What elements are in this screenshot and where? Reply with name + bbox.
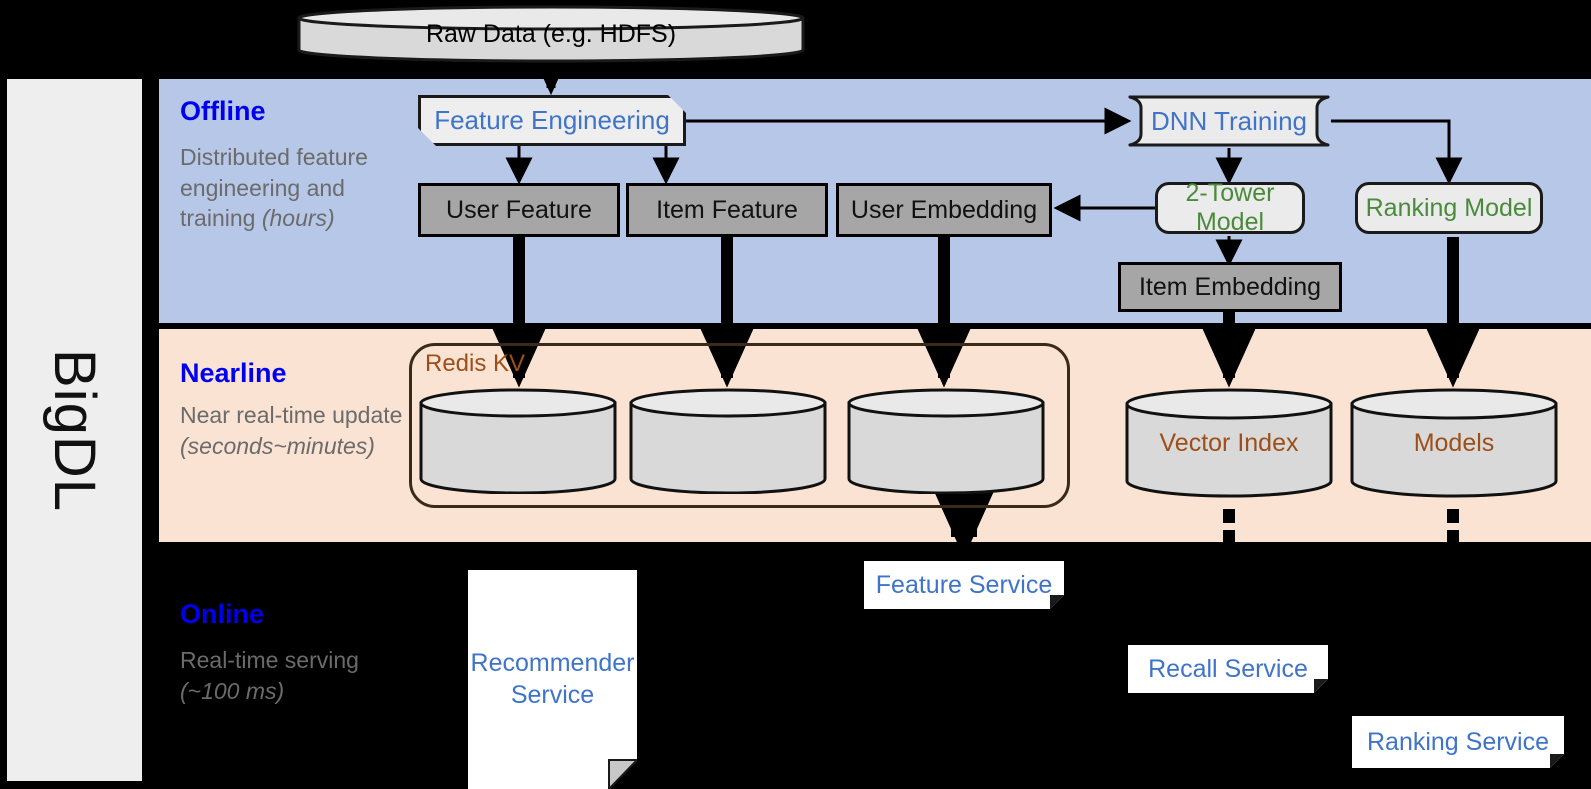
- item-embedding-label: Item Embedding: [1138, 272, 1322, 301]
- two-tower-model-box[interactable]: 2-Tower Model: [1155, 179, 1305, 236]
- bigdl-rail: BigDL: [7, 79, 142, 781]
- bigdl-brand: BigDL: [7, 79, 142, 781]
- feature-engineering-shape: [418, 95, 686, 146]
- band-title-online: Online: [180, 599, 265, 629]
- band-subtitle-online: Real-time serving (~100 ms): [180, 645, 405, 706]
- recall-service-doc[interactable]: Recall Service: [1128, 645, 1328, 693]
- ranking-model-box[interactable]: Ranking Model: [1355, 182, 1543, 234]
- vector-index-cylinder[interactable]: Vector Index: [1124, 388, 1334, 498]
- dnn-training-label: DNN Training: [1150, 105, 1308, 136]
- item-feature-box[interactable]: Item Feature: [626, 183, 828, 237]
- band-subtitle-nearline: Near real-time update (seconds~minutes): [180, 400, 405, 461]
- two-tower-model-label: 2-Tower Model: [1185, 179, 1275, 236]
- ranking-service-doc[interactable]: Ranking Service: [1352, 716, 1564, 768]
- redis-kv-label: Redis KV: [425, 350, 526, 377]
- raw-data-cylinder[interactable]: Raw Data (e.g. HDFS): [296, 4, 806, 64]
- user-embedding-box[interactable]: User Embedding: [836, 183, 1052, 237]
- kv-user-feature-label: [418, 388, 618, 494]
- ranking-service-label: Ranking Service: [1366, 727, 1550, 756]
- models-cylinder[interactable]: Models: [1349, 388, 1559, 498]
- band-subtitle-nearline-plain: Near real-time update: [180, 402, 403, 428]
- feature-service-doc[interactable]: Feature Service: [864, 561, 1064, 609]
- redis-kv-group: [409, 343, 1070, 508]
- raw-data-label: Raw Data (e.g. HDFS): [425, 19, 677, 48]
- band-title-nearline: Nearline: [180, 358, 287, 388]
- recommender-service-doc[interactable]: Recommender Service: [468, 570, 637, 789]
- item-embedding-box[interactable]: Item Embedding: [1118, 262, 1342, 312]
- band-subtitle-online-em: (~100 ms): [180, 677, 285, 704]
- user-feature-label: User Feature: [446, 195, 592, 224]
- kv-item-feature-label: [628, 388, 828, 494]
- feature-engineering-label: Feature Engineering: [434, 105, 670, 135]
- band-subtitle-nearline-em: (seconds~minutes): [180, 432, 375, 459]
- kv-user-feature-cylinder[interactable]: [418, 388, 618, 494]
- item-feature-label: Item Feature: [656, 195, 798, 224]
- bigdl-brand-text: BigDL: [42, 348, 108, 512]
- kv-item-feature-cylinder[interactable]: [628, 388, 828, 494]
- user-feature-box[interactable]: User Feature: [418, 183, 620, 237]
- vector-index-label: Vector Index: [1159, 428, 1299, 457]
- band-subtitle-offline-em: (hours): [261, 205, 335, 232]
- band-title-offline: Offline: [180, 96, 266, 126]
- ranking-model-label: Ranking Model: [1365, 193, 1533, 222]
- feature-service-label: Feature Service: [875, 570, 1053, 599]
- kv-user-embedding-label: [846, 388, 1046, 494]
- feature-engineering-node[interactable]: Feature Engineering: [418, 95, 686, 146]
- recall-service-label: Recall Service: [1148, 654, 1308, 683]
- user-embedding-label: User Embedding: [850, 195, 1038, 224]
- band-subtitle-online-plain: Real-time serving: [180, 647, 359, 673]
- recommender-service-label: Recommender Service: [470, 649, 635, 709]
- band-subtitle-offline: Distributed feature engineering and trai…: [180, 142, 405, 234]
- band-subtitle-offline-plain: Distributed feature engineering and trai…: [180, 144, 368, 232]
- kv-user-embedding-cylinder[interactable]: [846, 388, 1046, 494]
- models-label: Models: [1413, 428, 1495, 457]
- dnn-training-node[interactable]: DNN Training: [1127, 94, 1331, 148]
